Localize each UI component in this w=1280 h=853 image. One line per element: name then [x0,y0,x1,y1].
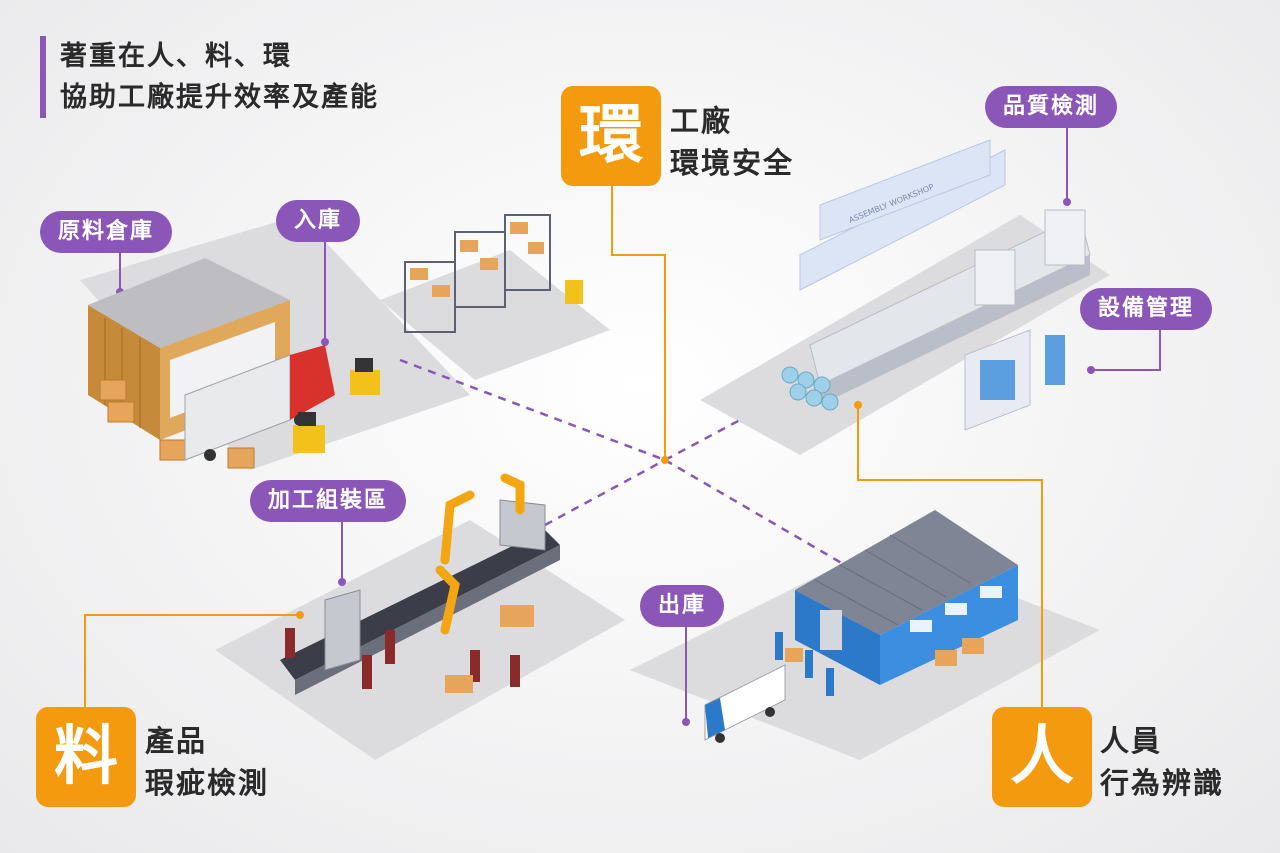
material-label-line-2: 瑕疵檢測 [145,766,270,800]
pill-raw-warehouse: 原料倉庫 [40,211,173,253]
production-machines [809,209,1091,405]
product-bottles [781,366,839,411]
processing-ground [215,520,625,760]
forklift-1 [350,358,380,395]
headline-line-1: 著重在人、料、環 [60,41,292,72]
material-label-line-1: 產品 [145,724,208,758]
environment-label-line-1: 工廠 [670,104,733,138]
center-dashed-lines [399,358,846,567]
orange-connectors [84,185,1043,715]
robot-arms [435,473,525,635]
people-label-line-2: 行為辨識 [1100,766,1225,800]
pill-processing: 加工組裝區 [250,480,407,522]
people-badge: 人 [992,707,1092,807]
storage-racks [404,214,551,333]
outbound-warehouse [795,510,1018,685]
monitoring-panels [964,329,1065,431]
pill-inbound: 入庫 [276,200,361,242]
environment-label-line-2: 環境安全 [670,146,795,180]
cargo-boxes [99,379,255,469]
people-label-line-1: 人員 [1100,724,1163,758]
assembly-workshop-screens [799,139,1006,291]
pill-equipment: 設備管理 [1080,288,1213,330]
outbound-workers [775,632,834,696]
headline: 著重在人、料、環 協助工廠提升效率及產能 [40,36,379,118]
container-truck [184,345,335,461]
forklift-2 [293,412,325,453]
headline-line-2: 協助工廠提升效率及產能 [60,82,379,113]
pill-quality: 品質檢測 [985,86,1118,128]
environment-badge: 環 [561,86,661,186]
storage-rack-ground [380,250,610,380]
workers [285,628,520,689]
material-badge: 料 [36,707,136,807]
delivery-truck [704,664,786,743]
people-label: 人員 行為辨識 [1100,720,1224,804]
rack-forklift [565,280,583,304]
purple-connectors [119,125,1161,722]
pill-outbound: 出庫 [640,585,725,627]
material-label: 產品 瑕疵檢測 [145,720,269,804]
assembly-line [280,499,560,695]
environment-label: 工廠 環境安全 [670,100,794,184]
